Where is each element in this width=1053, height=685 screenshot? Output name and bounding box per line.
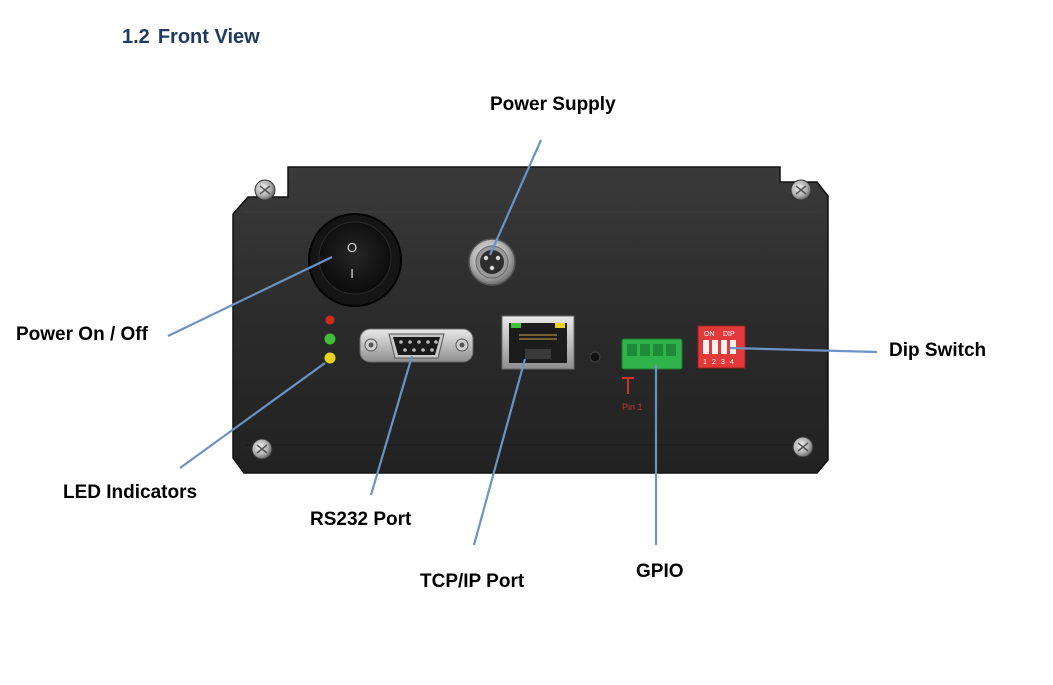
dip-dip-marking: DIP xyxy=(723,331,735,338)
led-indicators xyxy=(324,315,336,364)
dip-number-4: 4 xyxy=(730,359,734,366)
dip-on-marking: ON xyxy=(704,331,715,338)
rocker-top-marking: O xyxy=(347,240,357,255)
screw-icon xyxy=(254,179,276,201)
screw-icon xyxy=(792,436,814,458)
label-rs232-port: RS232 Port xyxy=(310,509,412,530)
callout-lines xyxy=(167,139,878,546)
callout-line-led-indicators xyxy=(179,362,326,469)
callout-line-power-supply xyxy=(488,139,543,256)
dip-number-2: 2 xyxy=(712,359,716,366)
gpio-pin1-marking: Pin 1 xyxy=(622,402,643,412)
circular-connector-icon xyxy=(468,238,516,286)
gpio-terminal-block: Pin 1 xyxy=(621,338,683,412)
callout-line-dip-switch xyxy=(729,346,878,354)
callout-line-tcpip xyxy=(472,358,527,546)
section-number: 1.2 xyxy=(122,26,150,48)
section-heading: 1.2 Front View xyxy=(122,26,260,49)
callout-line-rs232 xyxy=(369,355,414,496)
dip-number-3: 3 xyxy=(721,359,725,366)
led-green xyxy=(324,333,336,345)
screw-icon xyxy=(251,438,273,460)
callout-line-power-on-off xyxy=(167,256,333,337)
rocker-bottom-marking: I xyxy=(350,266,354,281)
db9-connector-icon xyxy=(359,328,474,363)
led-red xyxy=(325,315,335,325)
dip-switch-block: ON DIP 1 2 3 4 xyxy=(697,325,746,369)
dip-number-1: 1 xyxy=(703,359,707,366)
label-power-supply: Power Supply xyxy=(490,94,616,115)
power-rocker-switch: O I xyxy=(308,213,402,307)
label-gpio: GPIO xyxy=(636,561,684,582)
label-power-on-off: Power On / Off xyxy=(16,324,148,345)
label-led-indicators: LED Indicators xyxy=(63,482,198,503)
rj45-jack-icon xyxy=(501,315,575,370)
led-yellow xyxy=(324,352,336,364)
reset-button-icon xyxy=(589,351,601,363)
label-tcpip-port: TCP/IP Port xyxy=(420,571,525,592)
screw-icon xyxy=(790,179,812,201)
label-dip-switch: Dip Switch xyxy=(889,340,987,361)
section-title: Front View xyxy=(157,26,260,48)
